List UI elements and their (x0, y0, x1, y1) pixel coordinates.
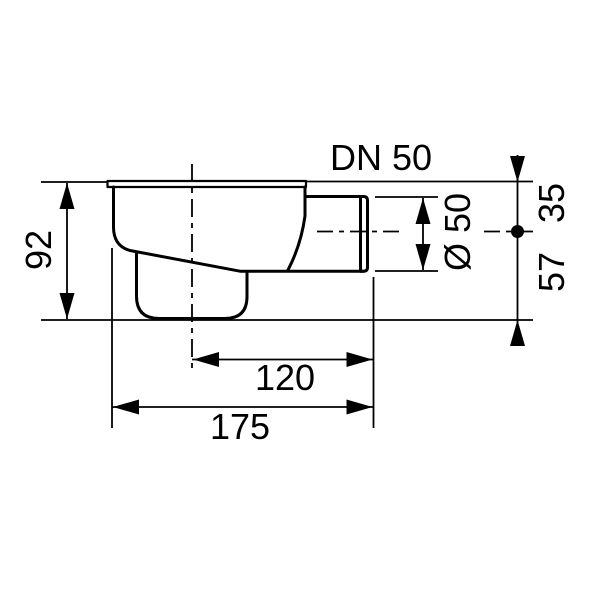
arrow-dia-down-icon (415, 244, 431, 270)
arrow-dia-up-icon (415, 198, 431, 224)
body-right-transition (286, 185, 307, 272)
arrow-120-right-icon (346, 352, 373, 367)
flange-rim (106, 179, 308, 189)
centerlines (191, 164, 533, 368)
drain-body-outline (106, 179, 369, 320)
nominal-size-label: DN 50 (330, 137, 432, 178)
dim-dia-50-label: Ø 50 (437, 193, 478, 271)
outlet-socket-end (359, 195, 369, 273)
arrow-57-up-icon (510, 320, 525, 346)
arrow-175-right-icon (346, 399, 373, 415)
dim-57-label: 57 (531, 252, 572, 292)
arrow-120-left-icon (193, 352, 219, 367)
dim-92-label: 92 (18, 230, 59, 270)
dim-120-label: 120 (255, 357, 315, 398)
dim-35-label: 35 (531, 183, 572, 223)
body-left-and-bottom (112, 185, 366, 273)
arrowheads (59, 156, 525, 415)
dimension-labels: DN 50 92 35 57 Ø 50 120 175 (18, 137, 572, 447)
trap-sump-outline (135, 250, 249, 320)
arrow-92-up-icon (59, 183, 75, 209)
dimension-chain-dot (511, 225, 524, 238)
dim-175-label: 175 (210, 406, 270, 447)
arrow-35-down-icon (510, 156, 525, 182)
extension-lines (41, 180, 533, 428)
arrow-175-left-icon (113, 399, 139, 415)
arrow-92-down-icon (59, 293, 75, 319)
